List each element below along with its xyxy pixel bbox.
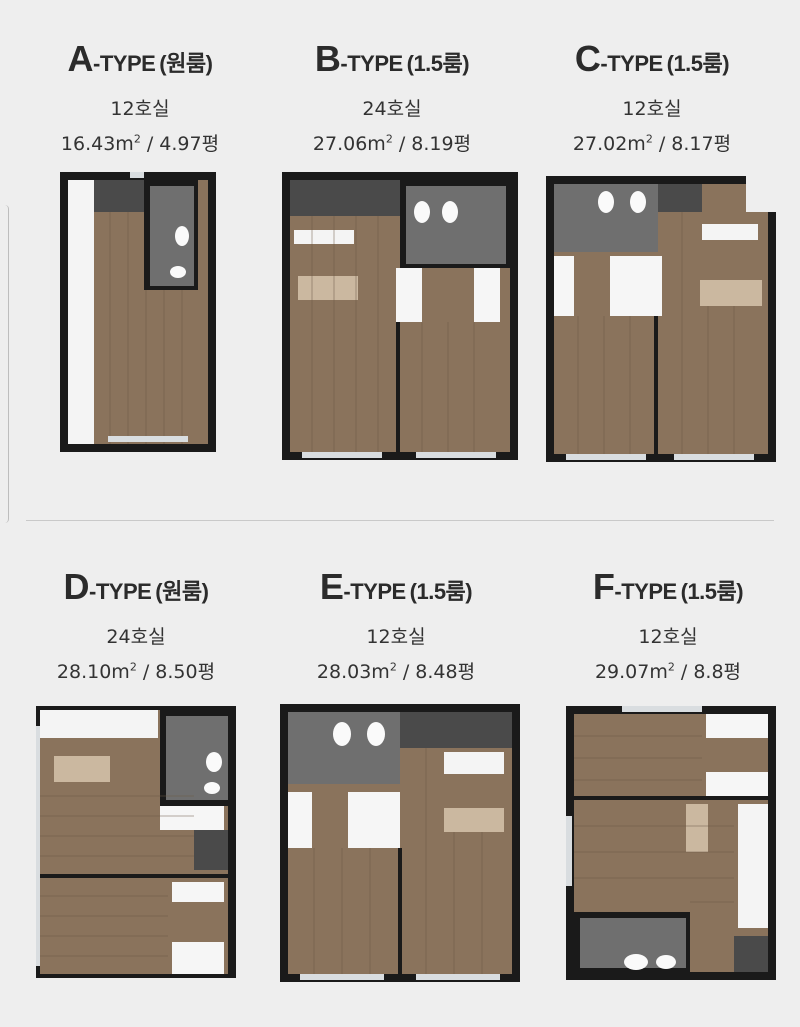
floor-plan-f <box>566 706 776 980</box>
section-divider <box>26 520 774 521</box>
floor-plan-c <box>546 176 776 462</box>
unit-area: 28.10m2 / 8.50평 <box>56 660 216 683</box>
unit-title: F-TYPE (1.5룸) <box>592 566 744 607</box>
unit-card-b: B-TYPE (1.5룸) 24호실 27.06m2 / 8.19평 <box>292 38 492 156</box>
unit-room-count: 24호실 <box>106 626 166 648</box>
unit-room-count: 12호실 <box>638 626 698 648</box>
unit-room-count: 24호실 <box>362 98 422 120</box>
unit-room-count: 12호실 <box>622 98 682 120</box>
unit-card-a: A-TYPE (원룸) 12호실 16.43m2 / 4.97평 <box>40 38 240 156</box>
floor-plan-d <box>36 706 236 978</box>
unit-area: 28.03m2 / 8.48평 <box>316 660 476 683</box>
unit-card-d: D-TYPE (원룸) 24호실 28.10m2 / 8.50평 <box>36 566 236 684</box>
floor-plan-e <box>280 704 520 982</box>
unit-card-f: F-TYPE (1.5룸) 12호실 29.07m2 / 8.8평 <box>568 566 768 684</box>
unit-title: D-TYPE (원룸) <box>63 566 209 607</box>
unit-room-count: 12호실 <box>366 626 426 648</box>
unit-title: C-TYPE (1.5룸) <box>574 38 730 79</box>
floor-plan-a <box>60 172 216 452</box>
unit-title: A-TYPE (원룸) <box>67 38 213 79</box>
scroll-edge <box>0 205 9 523</box>
unit-area: 29.07m2 / 8.8평 <box>594 660 742 683</box>
unit-room-count: 12호실 <box>110 98 170 120</box>
unit-card-e: E-TYPE (1.5룸) 12호실 28.03m2 / 8.48평 <box>296 566 496 684</box>
unit-area: 27.02m2 / 8.17평 <box>572 132 732 155</box>
floor-plan-b <box>282 172 518 460</box>
unit-title: B-TYPE (1.5룸) <box>314 38 470 79</box>
unit-area: 27.06m2 / 8.19평 <box>312 132 472 155</box>
unit-card-c: C-TYPE (1.5룸) 12호실 27.02m2 / 8.17평 <box>552 38 752 156</box>
unit-title: E-TYPE (1.5룸) <box>319 566 473 607</box>
unit-area: 16.43m2 / 4.97평 <box>60 132 220 155</box>
